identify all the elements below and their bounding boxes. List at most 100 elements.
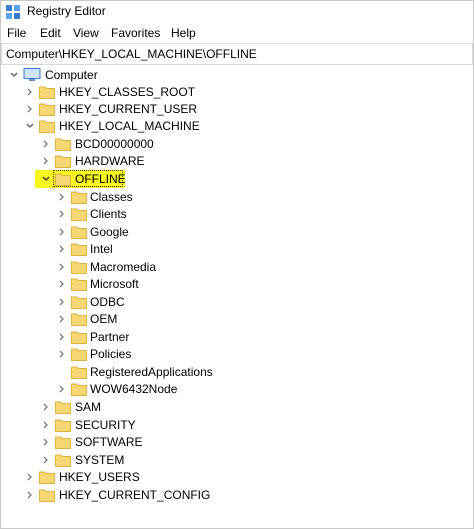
tree-item-classes[interactable]: Classes — [1, 189, 471, 206]
tree-item-security[interactable]: SECURITY — [1, 417, 471, 434]
menu-view[interactable]: View — [73, 26, 99, 40]
tree-item-odbc[interactable]: ODBC — [1, 294, 471, 311]
tree-item-wow6432node[interactable]: WOW6432Node — [1, 381, 471, 398]
tree-label: ODBC — [90, 295, 125, 309]
tree-label: SAM — [75, 400, 102, 414]
tree-label: WOW6432Node — [90, 382, 178, 396]
tree-label: SYSTEM — [75, 453, 125, 467]
tree-label: HKEY_LOCAL_MACHINE — [59, 119, 200, 133]
tree-item-sam[interactable]: SAM — [1, 399, 471, 416]
chevron-right-icon[interactable] — [57, 332, 67, 342]
address-bar[interactable]: Computer\HKEY_LOCAL_MACHINE\OFFLINE — [1, 43, 473, 65]
chevron-right-icon[interactable] — [57, 244, 67, 254]
computer-icon — [23, 68, 41, 81]
folder-icon — [71, 226, 87, 239]
tree-label: Google — [90, 225, 129, 239]
folder-icon — [55, 419, 71, 432]
folder-icon — [71, 383, 87, 396]
chevron-right-icon[interactable] — [41, 402, 51, 412]
folder-icon — [55, 436, 71, 449]
folder-icon — [55, 155, 71, 168]
folder-icon — [71, 278, 87, 291]
folder-icon — [39, 86, 55, 99]
chevron-right-icon[interactable] — [41, 437, 51, 447]
tree-item-macromedia[interactable]: Macromedia — [1, 259, 471, 276]
chevron-right-icon[interactable] — [41, 455, 51, 465]
tree-item-intel[interactable]: Intel — [1, 241, 471, 258]
chevron-right-icon[interactable] — [57, 279, 67, 289]
tree-item-offline[interactable]: OFFLINE — [1, 170, 471, 188]
folder-icon — [71, 208, 87, 221]
chevron-right-icon[interactable] — [25, 104, 35, 114]
chevron-right-icon[interactable] — [25, 87, 35, 97]
tree-label: Clients — [90, 207, 127, 221]
tree-item-hkey-current-config[interactable]: HKEY_CURRENT_CONFIG — [1, 487, 471, 504]
folder-icon — [39, 489, 55, 502]
registry-tree[interactable]: Computer HKEY_CLASSES_ROOT HKEY_CURRENT_… — [1, 65, 471, 528]
selection-focus-box — [53, 170, 123, 187]
chevron-right-icon[interactable] — [57, 384, 67, 394]
chevron-right-icon[interactable] — [57, 227, 67, 237]
menu-bar: File Edit View Favorites Help — [1, 23, 473, 43]
tree-label: Computer — [45, 68, 98, 82]
tree-item-hkey-current-user[interactable]: HKEY_CURRENT_USER — [1, 101, 471, 118]
tree-label: BCD00000000 — [75, 137, 154, 151]
tree-label: HARDWARE — [75, 154, 145, 168]
folder-icon — [71, 331, 87, 344]
tree-label: HKEY_USERS — [59, 470, 140, 484]
registry-editor-icon — [6, 5, 20, 19]
tree-label: RegisteredApplications — [90, 365, 213, 379]
menu-help[interactable]: Help — [171, 26, 196, 40]
tree-item-system[interactable]: SYSTEM — [1, 452, 471, 469]
folder-icon — [71, 313, 87, 326]
menu-file[interactable]: File — [7, 26, 27, 40]
tree-label: HKEY_CLASSES_ROOT — [59, 85, 196, 99]
chevron-right-icon[interactable] — [57, 209, 67, 219]
tree-item-registeredapplications[interactable]: RegisteredApplications — [1, 364, 471, 381]
tree-item-hkey-users[interactable]: HKEY_USERS — [1, 469, 471, 486]
chevron-right-icon[interactable] — [57, 297, 67, 307]
chevron-right-icon[interactable] — [25, 490, 35, 500]
tree-label: Policies — [90, 347, 132, 361]
tree-item-partner[interactable]: Partner — [1, 329, 471, 346]
chevron-right-icon[interactable] — [57, 262, 67, 272]
chevron-down-icon[interactable] — [25, 121, 35, 131]
folder-icon — [71, 191, 87, 204]
chevron-right-icon[interactable] — [41, 139, 51, 149]
chevron-right-icon[interactable] — [57, 349, 67, 359]
tree-label: Partner — [90, 330, 130, 344]
chevron-right-icon[interactable] — [41, 420, 51, 430]
chevron-right-icon[interactable] — [57, 314, 67, 324]
folder-icon — [71, 348, 87, 361]
tree-label: Microsoft — [90, 277, 139, 291]
chevron-right-icon[interactable] — [41, 156, 51, 166]
tree-label: Intel — [90, 242, 113, 256]
chevron-down-icon[interactable] — [41, 174, 51, 184]
tree-item-oem[interactable]: OEM — [1, 311, 471, 328]
tree-item-hkey-local-machine[interactable]: HKEY_LOCAL_MACHINE — [1, 118, 471, 135]
chevron-right-icon[interactable] — [57, 192, 67, 202]
tree-item-hkey-classes-root[interactable]: HKEY_CLASSES_ROOT — [1, 84, 471, 101]
folder-icon — [71, 261, 87, 274]
folder-icon — [71, 366, 87, 379]
folder-icon — [39, 471, 55, 484]
tree-item-software[interactable]: SOFTWARE — [1, 434, 471, 451]
tree-label: HKEY_CURRENT_USER — [59, 102, 198, 116]
folder-icon — [55, 138, 71, 151]
tree-item-bcd00000000[interactable]: BCD00000000 — [1, 136, 471, 153]
tree-item-google[interactable]: Google — [1, 224, 471, 241]
tree-label: HKEY_CURRENT_CONFIG — [59, 488, 211, 502]
menu-favorites[interactable]: Favorites — [111, 26, 161, 40]
address-path: Computer\HKEY_LOCAL_MACHINE\OFFLINE — [6, 47, 257, 61]
chevron-down-icon[interactable] — [9, 70, 19, 80]
tree-item-microsoft[interactable]: Microsoft — [1, 276, 471, 293]
tree-item-computer[interactable]: Computer — [1, 67, 471, 84]
tree-item-policies[interactable]: Policies — [1, 346, 471, 363]
title-bar[interactable]: Registry Editor — [1, 1, 473, 23]
menu-edit[interactable]: Edit — [40, 26, 61, 40]
window-title: Registry Editor — [27, 4, 106, 18]
tree-item-hardware[interactable]: HARDWARE — [1, 153, 471, 170]
tree-item-clients[interactable]: Clients — [1, 206, 471, 223]
chevron-right-icon[interactable] — [25, 472, 35, 482]
